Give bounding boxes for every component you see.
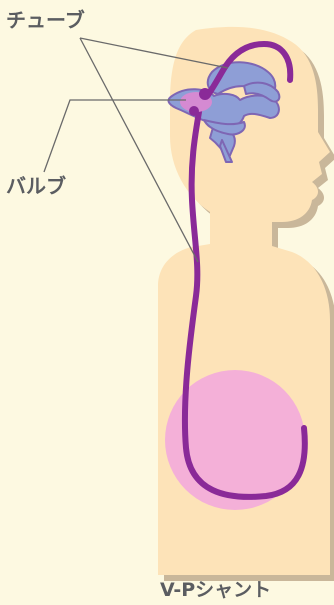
tube-label: チューブ: [6, 10, 85, 30]
diagram-caption: V-Pシャント: [160, 581, 271, 600]
bulb-label: バルブ: [6, 176, 66, 196]
bulb-leader-line: [44, 100, 186, 172]
